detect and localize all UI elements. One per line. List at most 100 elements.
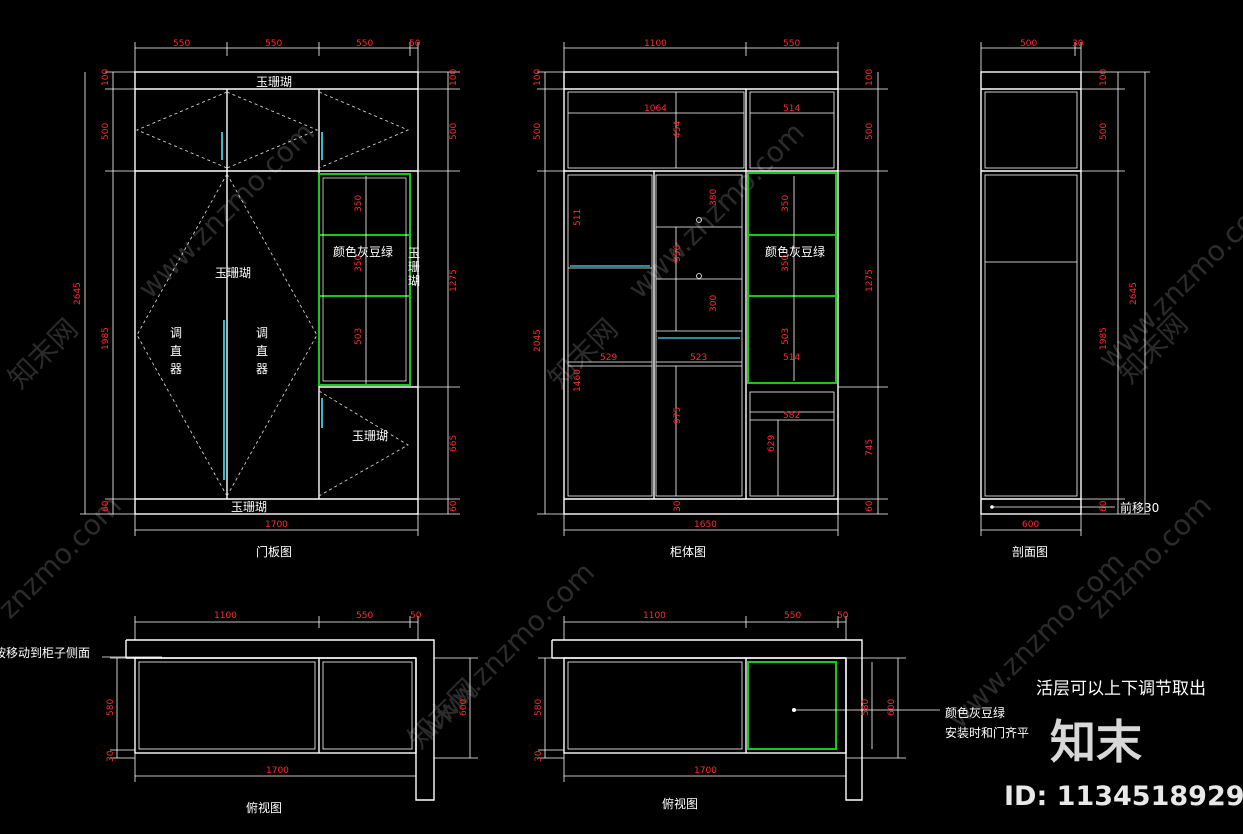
dimension-label: 956 (673, 245, 683, 262)
material-label: 玉珊瑚 (352, 428, 388, 443)
dimension-label: 1275 (449, 269, 459, 292)
dimension-label: 1100 (214, 611, 237, 621)
dimension-label: 580 (534, 699, 544, 716)
dimension-label: 514 (783, 104, 800, 114)
dimension-label: 1700 (694, 766, 717, 776)
view-title: 剖面图 (1012, 545, 1048, 559)
dimension-label: 350 (781, 255, 791, 272)
dimension-label: 1650 (694, 520, 717, 530)
dimension-label: 350 (354, 195, 364, 212)
dimension-label: 500 (533, 123, 543, 140)
dimension-label: 500 (101, 123, 111, 140)
dimension-label: 2645 (73, 282, 83, 305)
dimension-label: 1700 (266, 766, 289, 776)
dimension-label: 60 (449, 500, 459, 512)
dimension-label: 550 (356, 39, 373, 49)
dimension-label: 100 (101, 69, 111, 86)
dimension-label: 1700 (265, 520, 288, 530)
section-view: 500 30 100 500 1985 60 2645 前移30 600 剖面图 (980, 39, 1159, 559)
dimension-label: 1985 (101, 327, 111, 350)
dimension-label: 500 (1099, 123, 1109, 140)
dimension-label: 30 (673, 500, 683, 512)
dimension-label: 100 (865, 69, 875, 86)
note-label: 按移动到柜子侧面 (0, 646, 90, 660)
note-label: 前移30 (1120, 500, 1159, 515)
dimension-label: 50 (410, 611, 422, 621)
note-label: 颜色灰豆绿 (945, 705, 1005, 720)
dimension-label: 975 (673, 407, 683, 424)
dimension-label: 600 (459, 699, 469, 716)
material-label: 玉珊瑚 (408, 246, 420, 288)
dimension-label: 30 (1072, 39, 1084, 49)
dimension-label: 600 (887, 699, 897, 716)
dimension-label: 629 (767, 435, 777, 452)
watermark-text: 知末网 (402, 672, 485, 755)
carcass-view: 1100 550 100 500 2045 100 500 1275 745 6… (533, 39, 888, 559)
dimension-label: 580 (861, 699, 871, 716)
dimension-label: 500 (449, 123, 459, 140)
dimension-label: 600 (1022, 520, 1039, 530)
dimension-label: 300 (709, 295, 719, 312)
plan-view-left: 1100 550 50 580 30 600 1700 按移动到柜子侧面 俯视图 (0, 611, 478, 815)
dimension-label: 580 (106, 699, 116, 716)
dimension-label: 550 (173, 39, 190, 49)
dimension-label: 550 (356, 611, 373, 621)
dimension-label: 503 (781, 328, 791, 345)
dimension-label: 50 (837, 611, 849, 621)
dimension-label: 1064 (644, 104, 667, 114)
dimension-label: 60 (1099, 500, 1109, 512)
dimension-label: 350 (354, 255, 364, 272)
dimension-label: 100 (1099, 69, 1109, 86)
color-label: 颜色灰豆绿 (333, 244, 393, 259)
dimension-label: 503 (354, 328, 364, 345)
dimension-label: 500 (865, 123, 875, 140)
dimension-label: 500 (1020, 39, 1037, 49)
dimension-label: 2645 (1129, 282, 1139, 305)
dimension-label: 1985 (1099, 327, 1109, 350)
color-label: 颜色灰豆绿 (765, 244, 825, 259)
dimension-label: 550 (783, 39, 800, 49)
dimension-label: 350 (781, 195, 791, 212)
dimension-label: 30 (534, 750, 544, 762)
dimension-label: 511 (573, 209, 583, 226)
material-label: 玉珊瑚 (231, 499, 267, 514)
view-title: 俯视图 (662, 796, 698, 811)
view-title: 门板图 (256, 544, 292, 559)
dimension-label: 529 (600, 353, 617, 363)
dimension-label: 2045 (533, 329, 543, 352)
dimension-label: 550 (784, 611, 801, 621)
view-title: 俯视图 (246, 800, 282, 815)
adjuster-label: 调直器 (256, 326, 268, 376)
dimension-label: 60 (101, 500, 111, 512)
adjustable-shelf-note: 活层可以上下调节取出 (1036, 679, 1206, 699)
material-label: 玉珊瑚 (215, 265, 251, 280)
brand-logo: 知末 (1050, 715, 1142, 769)
view-title: 柜体图 (670, 545, 706, 559)
dimension-label: 30 (106, 750, 116, 762)
plan-view-right: 1100 550 50 580 30 580 600 1700 颜色灰豆绿 安装… (534, 611, 1029, 811)
dimension-label: 665 (449, 435, 459, 452)
id-label: ID: 1134518929 (1004, 781, 1243, 812)
dimension-label: 1100 (644, 39, 667, 49)
watermark-layer: www.znzmo.com 知末网 www.znzmo.com 知末网 www.… (0, 116, 1243, 755)
dimension-label: 60 (865, 500, 875, 512)
dimension-label: 380 (709, 189, 719, 206)
dimension-label: 1275 (865, 269, 875, 292)
dimension-label: 1460 (573, 369, 583, 392)
dimension-label: 50 (409, 39, 421, 49)
dimension-label: 745 (865, 439, 875, 456)
dimension-label: 523 (690, 353, 707, 363)
dimension-label: 550 (265, 39, 282, 49)
dimension-label: 100 (533, 69, 543, 86)
adjuster-label: 调直器 (170, 326, 182, 376)
note-label: 安装时和门齐平 (945, 725, 1029, 740)
dimension-label: 1100 (643, 611, 666, 621)
dimension-label: 454 (673, 121, 683, 138)
dimension-label: 582 (783, 411, 800, 421)
dimension-label: 514 (783, 353, 800, 363)
dimension-label: 100 (449, 69, 459, 86)
door-panel-view: 550 550 550 50 100 500 1985 60 2645 100 … (73, 39, 460, 559)
watermark-text: 知末网 (2, 312, 85, 395)
material-label: 玉珊瑚 (256, 74, 292, 89)
